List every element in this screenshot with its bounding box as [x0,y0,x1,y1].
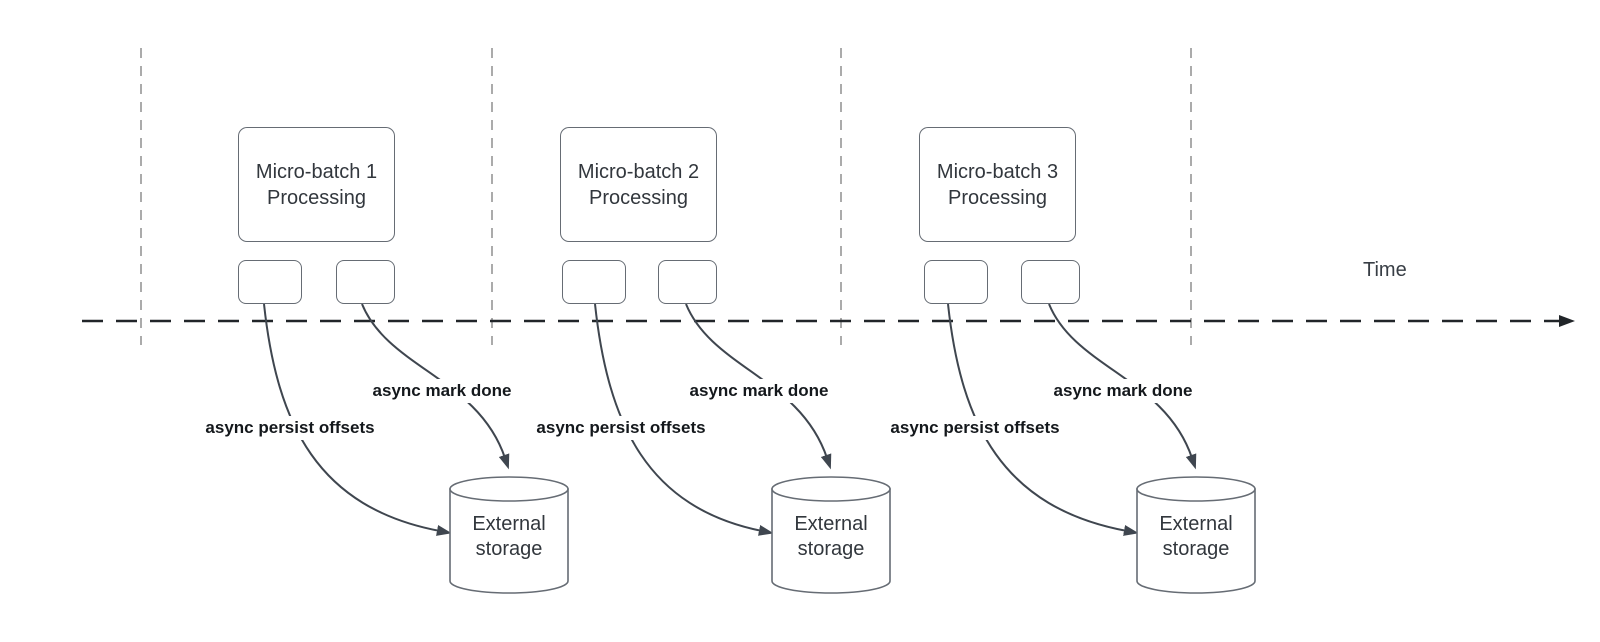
external-storage-1-line2: storage [475,538,543,560]
micro-batch-3-title-line2: Processing [948,186,1047,209]
arrow-async-persist-offsets-2 [594,303,774,536]
arrow-async-persist-offsets-3 [947,303,1139,536]
async-mark-done-label-2: async mark done [685,379,833,403]
storage-cylinder-2 [771,476,891,594]
micro-batch-3-processing-box: Micro-batch 3 Processing [919,127,1076,242]
micro-batch-3-title-line1: Micro-batch 3 [936,160,1059,183]
async-mark-done-label-3: async mark done [1049,379,1197,403]
arrow-async-mark-done-1 [361,303,510,470]
arrow-async-mark-done-2 [685,303,832,470]
async-persist-offsets-label-3: async persist offsets [886,416,1064,440]
storage-cylinder-3 [1136,476,1256,594]
micro-batch-1-title-line2: Processing [267,186,366,209]
offset-commit-rect-1 [238,260,302,304]
external-storage-2-line2: storage [797,538,865,560]
external-storage-label-1: External storage [450,486,568,588]
external-storage-3-line1: External [1159,513,1233,535]
arrow-async-persist-offsets-1 [263,303,452,536]
arrow-async-mark-done-3 [1048,303,1197,470]
async-persist-offsets-label-2: async persist offsets [532,416,710,440]
time-axis-label: Time [1363,259,1407,281]
mark-done-rect-3 [1021,260,1080,304]
external-storage-2-line1: External [794,513,868,535]
micro-batch-2-title-line2: Processing [589,186,688,209]
external-storage-label-3: External storage [1137,486,1255,588]
offset-commit-rect-2 [562,260,626,304]
mark-done-rect-2 [658,260,717,304]
async-persist-offsets-label-1: async persist offsets [201,416,379,440]
micro-batch-2-title-line1: Micro-batch 2 [577,160,700,183]
external-storage-label-2: External storage [772,486,890,588]
micro-batch-1-processing-box: Micro-batch 1 Processing [238,127,395,242]
micro-batch-2-processing-box: Micro-batch 2 Processing [560,127,717,242]
micro-batch-1-title-line1: Micro-batch 1 [255,160,378,183]
storage-cylinder-1 [449,476,569,594]
external-storage-3-line2: storage [1162,538,1230,560]
async-mark-done-label-1: async mark done [368,379,516,403]
mark-done-rect-1 [336,260,395,304]
external-storage-1-line1: External [472,513,546,535]
offset-commit-rect-3 [924,260,988,304]
